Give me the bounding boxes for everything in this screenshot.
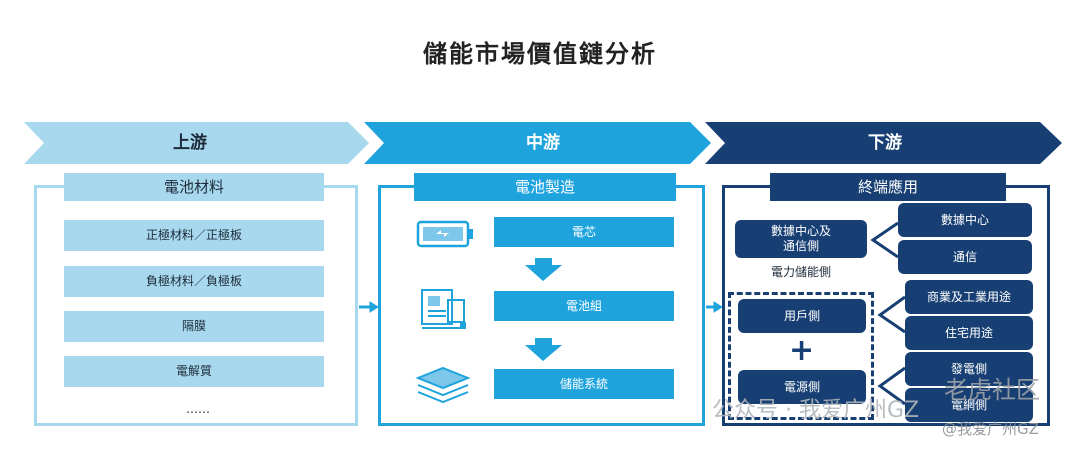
bracket-source xyxy=(877,366,906,406)
upstream-item-electrolyte: 電解質 xyxy=(64,356,324,387)
downstream-residential: 住宅用途 xyxy=(905,316,1033,350)
stage-label-upstream: 上游 xyxy=(173,133,207,153)
down-arrow-1 xyxy=(525,258,562,281)
arrow-mid-to-down xyxy=(706,301,723,313)
arrow-up-to-mid xyxy=(359,301,379,313)
midstream-item-storage-system: 儲能系統 xyxy=(494,369,674,399)
chevron-upstream xyxy=(24,122,369,164)
downstream-datacenter-group: 數據中心及 通信側 xyxy=(735,220,867,258)
stage-label-downstream: 下游 xyxy=(868,133,902,153)
upstream-item-separator: 隔膜 xyxy=(64,311,324,342)
bracket-datacenter xyxy=(870,221,899,259)
downstream-user-side: 用戶側 xyxy=(738,299,866,333)
downstream-header: 終端應用 xyxy=(770,173,1006,201)
midstream-item-pack: 電池組 xyxy=(494,291,674,321)
downstream-power-storage-caption: 電力儲能側 xyxy=(770,265,831,279)
midstream-item-cell: 電芯 xyxy=(494,217,674,247)
chevron-midstream xyxy=(364,122,711,164)
watermark-handle: @我爱广州GZ xyxy=(942,420,1039,438)
bracket-user xyxy=(877,295,906,334)
upstream-item-cathode: 正極材料／正極板 xyxy=(64,220,324,251)
upstream-more: …… xyxy=(186,402,210,416)
watermark-community: 老虎社区 xyxy=(944,376,1040,404)
downstream-power-source-side: 電源側 xyxy=(738,370,866,404)
stacked-layers-icon xyxy=(415,366,471,404)
downstream-datacenter: 數據中心 xyxy=(898,203,1032,237)
midstream-header: 電池製造 xyxy=(414,173,676,201)
stage-label-midstream: 中游 xyxy=(526,133,560,153)
plus-icon: + xyxy=(789,333,815,368)
battery-pack-icon xyxy=(421,289,466,329)
downstream-telecom: 通信 xyxy=(898,240,1032,274)
watermark-public-account: 公众号 · 我爱广州GZ xyxy=(712,398,920,423)
downstream-commercial-industrial: 商業及工業用途 xyxy=(905,280,1033,314)
battery-icon xyxy=(416,220,473,248)
power-storage-dashed-box xyxy=(728,292,874,420)
chevron-downstream xyxy=(705,122,1062,164)
upstream-header: 電池材料 xyxy=(64,173,324,201)
downstream-grid-side: 電網側 xyxy=(905,388,1033,422)
down-arrow-2 xyxy=(525,338,562,361)
upstream-item-anode: 負極材料／負極板 xyxy=(64,266,324,297)
page-title: 儲能市場價值鏈分析 xyxy=(423,40,657,68)
downstream-generation-side: 發電側 xyxy=(905,352,1033,386)
